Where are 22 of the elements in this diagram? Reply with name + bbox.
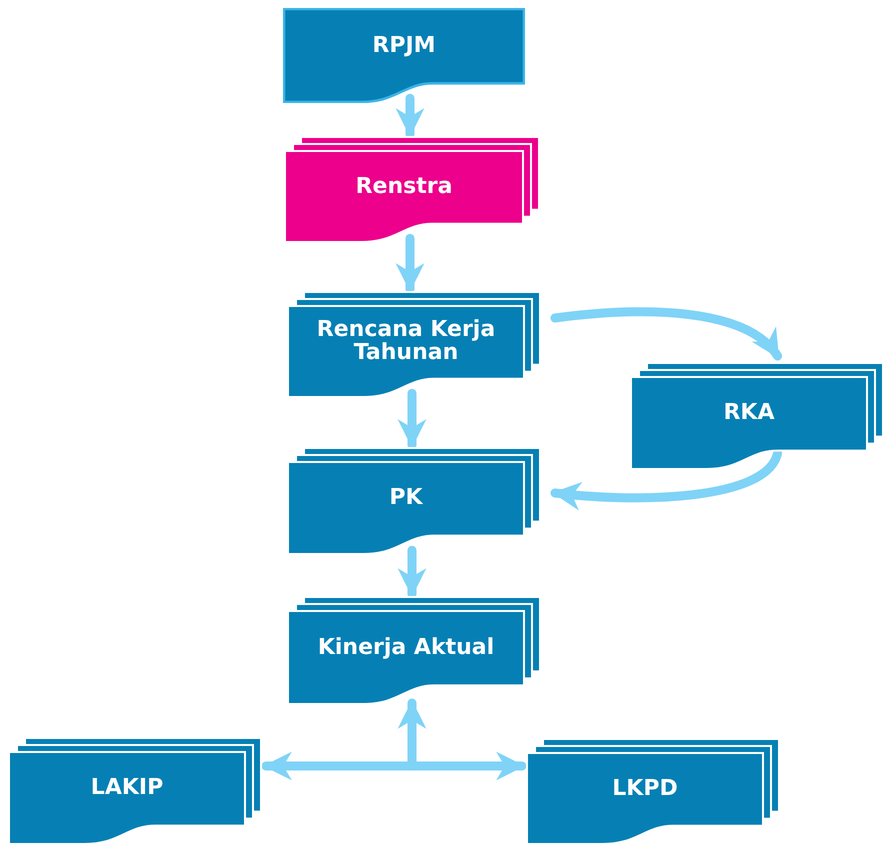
arrow [396, 234, 424, 294]
document-label: Kinerja Aktual [316, 634, 496, 662]
document-label: LKPD [611, 774, 679, 803]
document-label: LAKIP [90, 774, 164, 802]
document-stack [284, 136, 540, 243]
arrow [396, 94, 424, 138]
arrow [398, 388, 426, 450]
document-label: Rencana Kerja Tahunan [316, 316, 496, 368]
document-label: PK [388, 484, 424, 512]
document-stack [526, 738, 780, 845]
document-stack [8, 737, 262, 845]
document-label: RKA [722, 399, 776, 428]
document-stack [287, 291, 541, 398]
document-label: Renstra [354, 172, 454, 201]
arrow [398, 546, 426, 598]
document-stack [630, 362, 884, 470]
arrow [550, 307, 782, 360]
document-label: RPJM [371, 32, 437, 60]
document-shape [283, 8, 525, 103]
document-stack [287, 447, 541, 555]
document-stack [287, 596, 541, 705]
arrow [262, 752, 526, 780]
